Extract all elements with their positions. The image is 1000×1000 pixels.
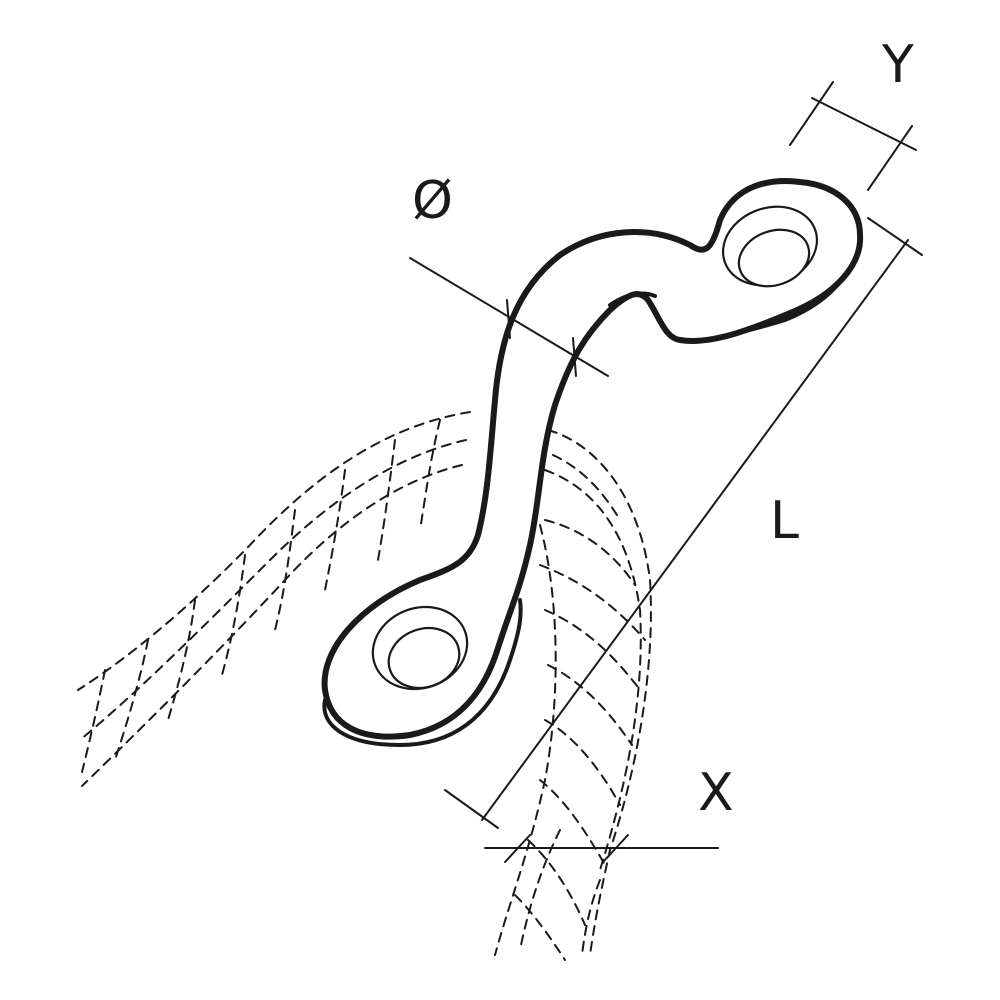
saddle-part [321, 178, 864, 748]
dimension-diameter: Ø [409, 171, 609, 377]
part-outline [321, 178, 864, 740]
rope [77, 411, 652, 961]
dimension-length: L [444, 217, 923, 829]
arch-inner-edge [608, 291, 657, 307]
label-l: L [770, 491, 799, 551]
part-thickness-edge [322, 598, 523, 748]
dimension-x: X [484, 763, 734, 863]
lower-mounting-hole [371, 605, 469, 691]
upper-mounting-hole [721, 205, 819, 288]
label-y: Y [881, 35, 914, 95]
rope-right-section [494, 429, 652, 961]
dimension-y: Y [789, 35, 917, 191]
rope-left-section [77, 411, 471, 787]
label-x: X [698, 763, 734, 823]
label-diameter: Ø [412, 171, 453, 231]
